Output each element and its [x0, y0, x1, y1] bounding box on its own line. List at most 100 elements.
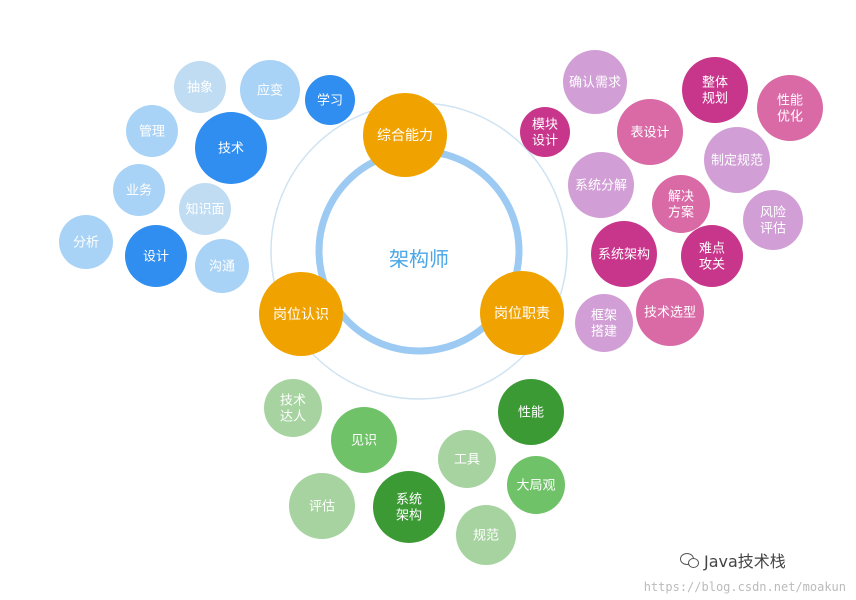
node-manage: 管理	[126, 105, 178, 157]
node-circle-hub-duty	[480, 271, 564, 355]
node-label-adapt: 应变	[257, 83, 283, 99]
node-hub-cognition: 岗位认识	[259, 272, 343, 356]
node-circle-tech-expert	[264, 379, 322, 437]
node-label-perf-opt-line2: 优化	[777, 110, 803, 125]
brand: Java技术栈	[680, 548, 786, 572]
node-knowledge: 知识面	[179, 183, 231, 235]
node-circle-table-design	[617, 99, 683, 165]
node-label-tech-expert-line2: 达人	[280, 410, 306, 425]
node-label-perf-opt-line1: 性能	[777, 94, 803, 109]
node-learn: 学习	[305, 75, 355, 125]
node-label-framework-line1: 框架	[591, 309, 617, 324]
node-circle-confirm-req	[563, 50, 627, 114]
node-circle-performance	[498, 379, 564, 445]
node-circle-communicate	[195, 239, 249, 293]
node-analysis: 分析	[59, 215, 113, 269]
node-label-tools: 工具	[454, 453, 480, 468]
node-tools: 工具	[438, 430, 496, 488]
node-circle-adapt	[240, 60, 300, 120]
center-label: 架构师	[389, 247, 449, 271]
node-circle-tough	[681, 225, 743, 287]
node-label-communicate: 沟通	[209, 260, 235, 275]
node-tech-select: 技术选型	[636, 278, 704, 346]
node-big-picture: 大局观	[507, 456, 565, 514]
node-circle-norms	[456, 505, 516, 565]
node-circle-tech	[195, 112, 267, 184]
node-label-table-design: 表设计	[630, 126, 669, 141]
node-circle-modular	[520, 107, 570, 157]
node-circle-big-picture	[507, 456, 565, 514]
node-label-evaluate: 评估	[309, 500, 335, 515]
node-label-hub-cognition: 岗位认识	[273, 307, 329, 323]
node-abstract: 抽象	[174, 61, 226, 113]
node-circle-sys-decomp	[568, 152, 634, 218]
node-business: 业务	[113, 164, 165, 216]
node-circle-framework	[575, 294, 633, 352]
node-sys-arch-duty: 系统架构	[591, 221, 657, 287]
node-circle-whole-plan	[682, 57, 748, 123]
node-label-solution-line1: 解决	[668, 190, 694, 205]
node-label-hub-comprehensive: 综合能力	[377, 128, 433, 144]
node-label-tough-line2: 攻关	[699, 258, 725, 273]
node-adapt: 应变	[240, 60, 300, 120]
node-label-solution-line2: 方案	[668, 205, 694, 221]
node-design: 设计	[125, 225, 187, 287]
node-label-sys-arch-duty: 系统架构	[598, 248, 650, 263]
node-label-whole-plan-line2: 规划	[702, 92, 728, 107]
node-label-knowledge: 知识面	[185, 202, 224, 218]
node-circle-tech-select	[636, 278, 704, 346]
wechat-icon	[680, 552, 700, 568]
node-confirm-req: 确认需求	[563, 50, 627, 114]
node-label-sys-arch-cog-line1: 系统	[396, 493, 422, 508]
node-label-performance: 性能	[518, 406, 544, 421]
node-circle-manage	[126, 105, 178, 157]
node-norms: 规范	[456, 505, 516, 565]
node-circle-solution	[652, 175, 710, 233]
node-label-abstract: 抽象	[187, 81, 213, 96]
node-hub-duty: 岗位职责	[480, 271, 564, 355]
node-label-standards: 制定规范	[711, 154, 763, 169]
node-label-business: 业务	[126, 183, 152, 199]
node-label-big-picture: 大局观	[516, 479, 555, 494]
node-label-analysis: 分析	[73, 236, 99, 251]
node-circle-risk	[743, 190, 803, 250]
node-label-learn: 学习	[317, 93, 343, 109]
node-label-confirm-req: 确认需求	[569, 76, 621, 91]
node-circle-sys-arch-duty	[591, 221, 657, 287]
node-label-tech-select: 技术选型	[644, 306, 696, 321]
node-evaluate: 评估	[289, 473, 355, 539]
watermark: https://blog.csdn.net/moakun	[643, 580, 846, 594]
node-hub-comprehensive: 综合能力	[363, 93, 447, 177]
node-circle-insight	[331, 407, 397, 473]
node-label-framework-line2: 搭建	[591, 324, 617, 340]
node-circle-standards	[704, 127, 770, 193]
node-label-modular-line2: 设计	[532, 134, 558, 149]
node-circle-learn	[305, 75, 355, 125]
node-circle-evaluate	[289, 473, 355, 539]
node-label-modular-line1: 模块	[532, 118, 558, 133]
node-communicate: 沟通	[195, 239, 249, 293]
node-label-norms: 规范	[473, 529, 499, 544]
node-label-tech-expert-line1: 技术	[280, 394, 306, 409]
nodes-layer: 抽象应变学习管理技术业务知识面分析设计沟通确认需求模块设计整体规划性能优化表设计…	[59, 50, 823, 565]
node-insight: 见识	[331, 407, 397, 473]
node-circle-hub-comprehensive	[363, 93, 447, 177]
node-circle-sys-arch-cog	[373, 471, 445, 543]
node-label-tough-line1: 难点	[699, 242, 725, 257]
node-circle-design	[125, 225, 187, 287]
node-label-sys-arch-cog-line2: 架构	[396, 509, 422, 524]
node-table-design: 表设计	[617, 99, 683, 165]
brand-text: Java技术栈	[704, 552, 786, 571]
node-label-sys-decomp: 系统分解	[575, 179, 627, 194]
node-circle-tools	[438, 430, 496, 488]
node-standards: 制定规范	[704, 127, 770, 193]
node-circle-perf-opt	[757, 75, 823, 141]
